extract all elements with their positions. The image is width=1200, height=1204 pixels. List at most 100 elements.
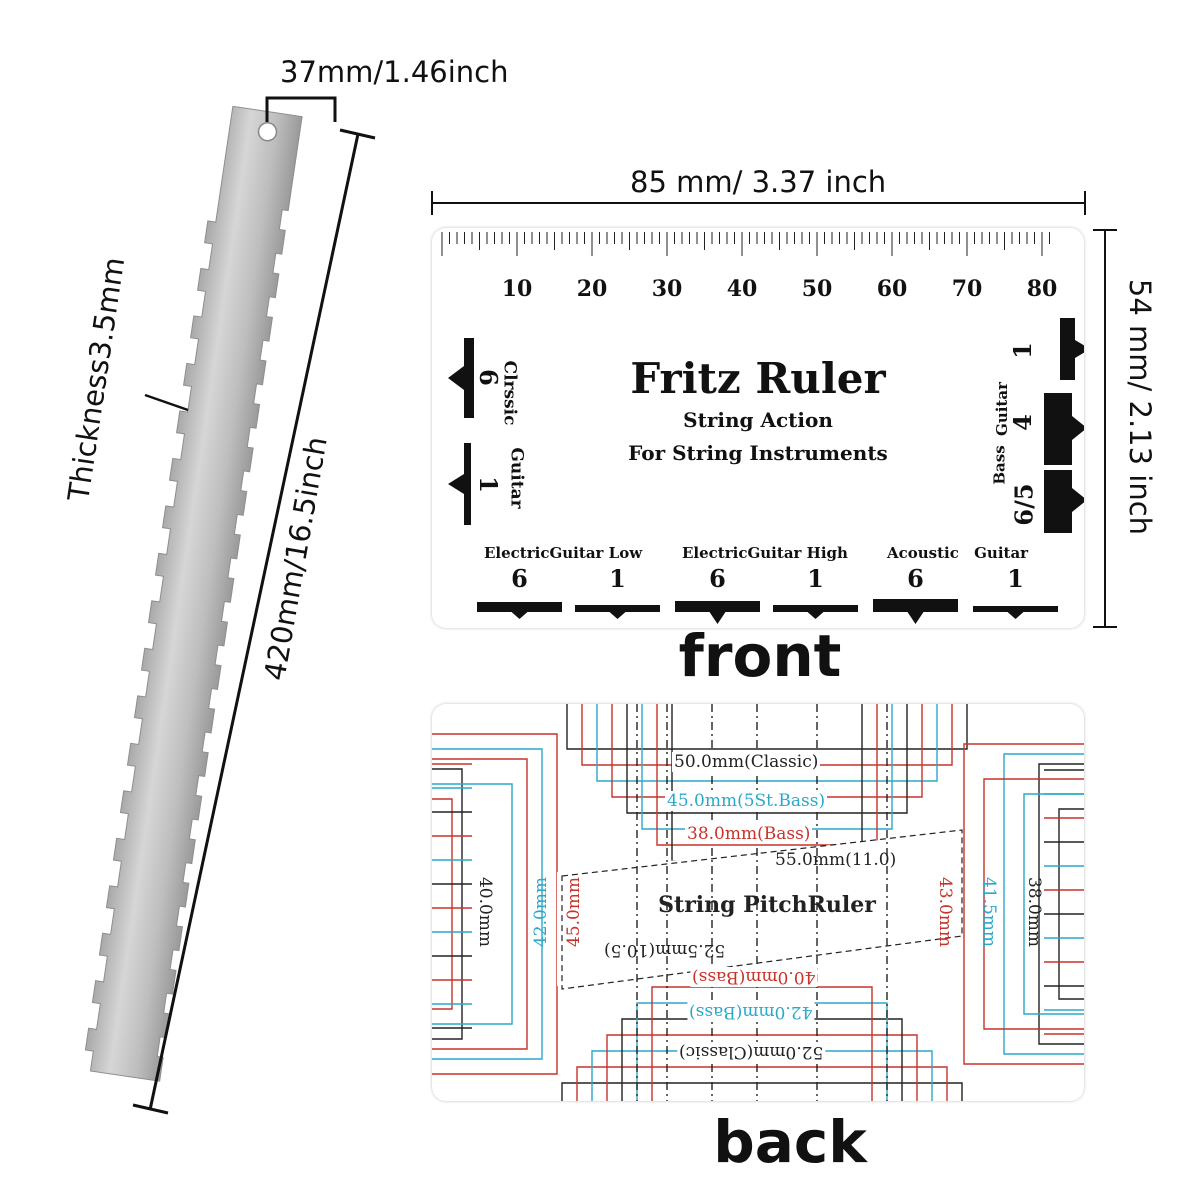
label-40-bass: 40.0mm(Bass) xyxy=(690,967,818,987)
bass-gauge-6-5-tip xyxy=(1072,488,1084,512)
label-41-5mm: 41.5mm xyxy=(979,876,1000,948)
left-slot-outline xyxy=(432,783,513,1025)
left-slot-outline xyxy=(432,758,528,1050)
right-slot-outline xyxy=(1058,808,1084,1000)
bass-gauge-6-5 xyxy=(1044,470,1072,533)
bottom-gauge-number: 6 xyxy=(907,564,924,593)
notched-straightedge-image xyxy=(84,105,303,1082)
ruler-number: 60 xyxy=(876,276,908,302)
bass-gauge-4 xyxy=(1044,393,1072,465)
back-title: String PitchRuler xyxy=(658,892,876,918)
bottom-gauge xyxy=(575,605,660,612)
bottom-gauge-number: 6 xyxy=(511,564,528,593)
label-43mm: 43.0mm xyxy=(935,876,956,948)
front-caption: front xyxy=(678,622,842,690)
label-42-bass: 42.0mm(Bass) xyxy=(687,1002,815,1022)
bottom-gauge xyxy=(675,601,760,612)
front-card: 10 20 30 40 50 60 70 80 Fritz Ruler String Acti… xyxy=(432,228,1084,628)
label-38mm: 38.0mm xyxy=(1024,876,1045,948)
label-40mm: 40.0mm xyxy=(475,876,496,948)
bottom-slot-outline xyxy=(651,986,873,1101)
hang-hole xyxy=(257,121,278,142)
back-card: String PitchRuler 50.0mm(Classic) 45.0mm… xyxy=(432,704,1084,1101)
top-slot-outline xyxy=(611,704,923,798)
electric-low-label: ElectricGuitar Low xyxy=(484,544,643,562)
acoustic-label: Acoustic Guitar xyxy=(887,544,1029,562)
straightedge-body xyxy=(84,105,303,1082)
left-slot-outline xyxy=(432,798,453,1010)
back-card-graphics xyxy=(432,704,1084,1101)
classic-label-2: Guitar xyxy=(506,447,527,509)
front-card-graphics xyxy=(441,232,1084,624)
ruler-number: 50 xyxy=(801,276,833,302)
bottom-gauge-tip xyxy=(1007,612,1024,619)
label-45-5st-bass: 45.0mm(5St.Bass) xyxy=(665,791,828,811)
bottom-gauge-tip xyxy=(609,612,626,619)
label-55: 55.0mm(11.0) xyxy=(775,850,897,870)
bottom-gauge-tip xyxy=(907,612,924,624)
ruler-number: 80 xyxy=(1026,276,1058,302)
right-slot-outline xyxy=(983,778,1084,1030)
bass-label-1: Bass xyxy=(990,445,1009,485)
bottom-gauge xyxy=(973,606,1058,612)
length-dimension-line xyxy=(132,128,376,1115)
width-dimension-bracket xyxy=(265,96,337,122)
bottom-gauge-number: 6 xyxy=(709,564,726,593)
ruler-ticks xyxy=(441,232,1050,256)
top-slot-outline xyxy=(626,704,908,814)
label-38-bass: 38.0mm(Bass) xyxy=(685,824,813,844)
top-slot-outline xyxy=(566,704,968,750)
bass-num-6-5: 6/5 xyxy=(1009,483,1039,526)
card-width-label: 85 mm/ 3.37 inch xyxy=(630,165,887,199)
center-panel xyxy=(557,832,962,986)
classic-gauge-1-tip xyxy=(448,474,464,494)
back-caption: back xyxy=(713,1108,867,1176)
label-52-classic: 52.0mm(Classic) xyxy=(677,1042,826,1062)
ruler-number: 20 xyxy=(576,276,608,302)
classic-num-6: 6 xyxy=(473,369,503,386)
label-45mm: 45.0mm xyxy=(564,876,585,948)
ruler-number: 40 xyxy=(726,276,758,302)
bottom-slot-outline xyxy=(561,1082,963,1101)
front-subtitle-1: String Action xyxy=(683,408,833,432)
card-height-dimension-line xyxy=(1093,229,1117,628)
bass-gauge-1-tip xyxy=(1075,340,1084,358)
front-title: Fritz Ruler xyxy=(630,354,886,403)
top-slot-outline xyxy=(656,704,878,846)
label-42mm: 42.0mm xyxy=(531,876,552,948)
bottom-gauge-number: 1 xyxy=(807,564,824,593)
right-slot-outline xyxy=(963,743,1084,1065)
bottom-gauge-tip xyxy=(709,612,726,624)
label-50-classic: 50.0mm(Classic) xyxy=(672,752,821,772)
right-slot-outline xyxy=(1003,753,1084,1055)
top-slot-outline xyxy=(596,704,938,782)
bottom-gauge-number: 1 xyxy=(609,564,626,593)
front-subtitle-2: For String Instruments xyxy=(628,441,888,465)
left-slot-outline xyxy=(432,748,543,1060)
bottom-gauge-tip xyxy=(807,612,824,619)
bottom-gauge xyxy=(773,605,858,612)
bottom-gauge-tip xyxy=(511,612,528,619)
classic-gauge-6-tip xyxy=(448,366,464,390)
bass-num-1: 1 xyxy=(1007,342,1037,359)
ruler-number: 70 xyxy=(951,276,983,302)
card-height-label: 54 mm/ 2.13 inch xyxy=(1123,278,1157,536)
ruler-number: 30 xyxy=(651,276,683,302)
ruler-number: 10 xyxy=(501,276,533,302)
thickness-pointer xyxy=(144,393,189,412)
bottom-gauge-number: 1 xyxy=(1007,564,1024,593)
label-52-5: 52.5mm(10.5) xyxy=(604,940,726,960)
bass-gauge-1 xyxy=(1060,318,1075,380)
classic-gauge-6 xyxy=(464,338,474,418)
bass-num-4: 4 xyxy=(1007,414,1037,431)
notched-straightedge xyxy=(0,0,420,1200)
bottom-gauge xyxy=(873,599,958,612)
classic-num-1: 1 xyxy=(473,476,503,493)
right-slot-outline xyxy=(1038,763,1084,1045)
electric-high-label: ElectricGuitar High xyxy=(682,544,848,562)
card-width-dimension-line xyxy=(431,191,1086,215)
bass-gauge-4-tip xyxy=(1072,416,1084,440)
left-slot-outline xyxy=(432,768,463,1040)
width-dimension-label: 37mm/1.46inch xyxy=(280,55,509,89)
bottom-slot-outline xyxy=(576,1066,948,1101)
